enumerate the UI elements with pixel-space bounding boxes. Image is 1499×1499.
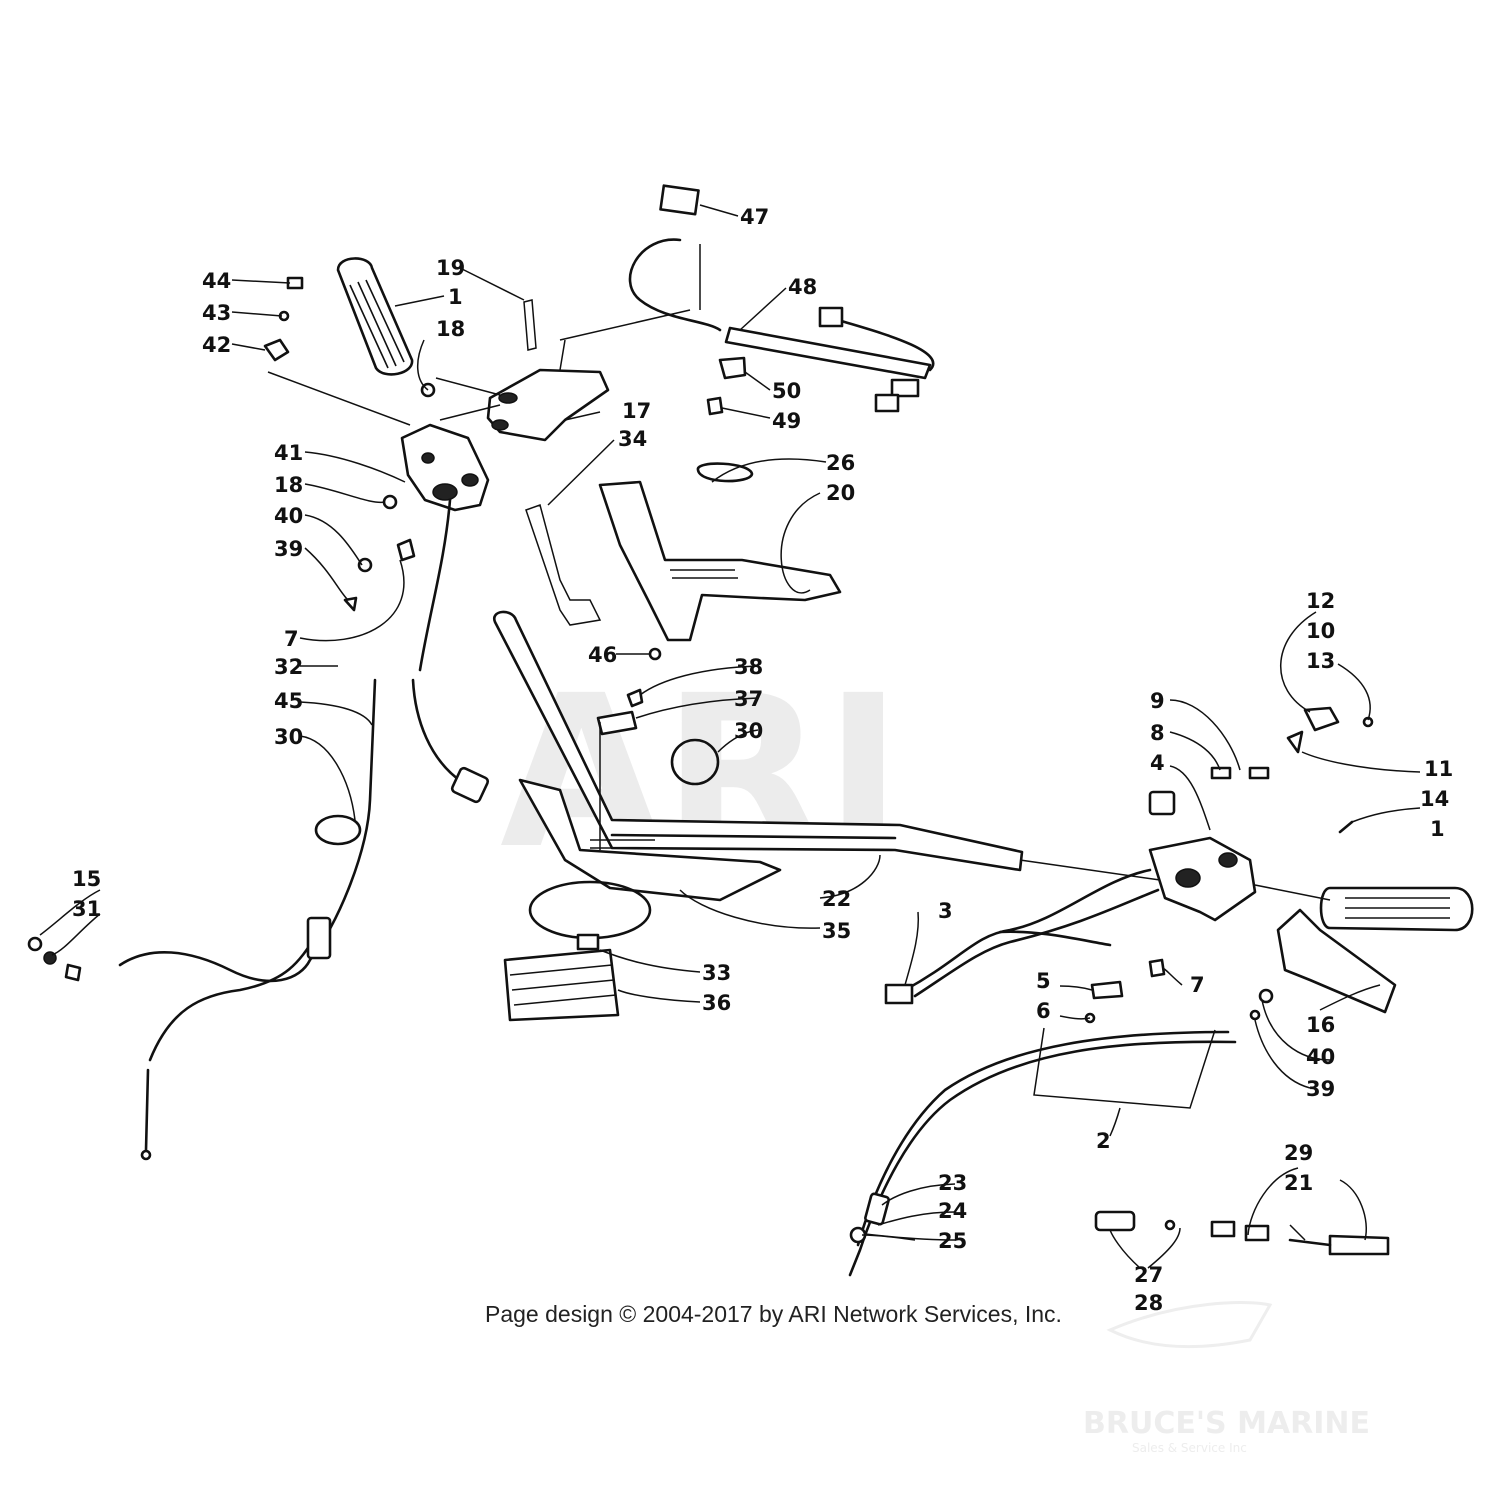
brand-tagline: Sales & Service Inc (1132, 1441, 1247, 1455)
callout-1-right: 1 (1430, 817, 1445, 841)
callout-41: 41 (274, 441, 303, 465)
callout-17: 17 (622, 399, 651, 423)
callout-3: 3 (938, 899, 953, 923)
callout-19: 19 (436, 256, 465, 280)
callout-46: 46 (588, 643, 617, 667)
callout-16: 16 (1306, 1013, 1335, 1037)
mount-50-49 (706, 356, 747, 416)
brand-watermark: BRUCE'S MARINE Sales & Service Inc (1083, 1301, 1370, 1455)
callout-30-left: 30 (274, 725, 303, 749)
handlebar-pad-cover (598, 462, 842, 642)
callout-44: 44 (202, 269, 231, 293)
clamp-33-36 (503, 880, 652, 1022)
callout-21: 21 (1284, 1171, 1313, 1195)
callout-38: 38 (734, 655, 763, 679)
bracket-34 (525, 504, 602, 626)
handlebar (493, 610, 1024, 902)
throttle-housing (1148, 790, 1257, 922)
brand-name: BRUCE'S MARINE (1083, 1406, 1370, 1441)
callout-42: 42 (202, 333, 231, 357)
wire-harness-48 (724, 306, 935, 413)
callout-8: 8 (1150, 721, 1165, 745)
callout-18-top: 18 (436, 317, 465, 341)
callout-47: 47 (740, 205, 769, 229)
callout-5: 5 (1036, 969, 1051, 993)
callout-15: 15 (72, 867, 101, 891)
callout-4: 4 (1150, 751, 1165, 775)
switch-47 (628, 184, 722, 332)
callout-25: 25 (938, 1229, 967, 1253)
callout-27: 27 (1134, 1263, 1163, 1287)
callout-33: 33 (702, 961, 731, 985)
callout-2: 2 (1096, 1129, 1111, 1153)
callout-7-left: 7 (284, 627, 299, 651)
callout-45: 45 (274, 689, 303, 713)
callout-7-right: 7 (1190, 973, 1205, 997)
callout-39-left: 39 (274, 537, 303, 561)
callout-43: 43 (202, 301, 231, 325)
callout-1-left: 1 (448, 285, 463, 309)
brake-lever (486, 368, 610, 442)
callout-14: 14 (1420, 787, 1449, 811)
callout-labels: 44 43 42 1 19 18 47 48 50 49 17 34 41 18… (72, 205, 1453, 1315)
right-grip (1319, 886, 1474, 932)
callout-34: 34 (618, 427, 647, 451)
callout-10: 10 (1306, 619, 1335, 643)
callout-18-mid: 18 (274, 473, 303, 497)
callout-11: 11 (1424, 757, 1453, 781)
callout-49: 49 (772, 409, 801, 433)
throttle-lever-16 (1276, 908, 1397, 1014)
copyright-footer: Page design © 2004-2017 by ARI Network S… (485, 1301, 1062, 1327)
callout-32: 32 (274, 655, 303, 679)
callout-28: 28 (1134, 1291, 1163, 1315)
callout-50: 50 (772, 379, 801, 403)
callout-39-right: 39 (1306, 1077, 1335, 1101)
callout-6: 6 (1036, 999, 1051, 1023)
brake-cable (411, 498, 490, 804)
callout-30-center: 30 (734, 719, 763, 743)
callout-9: 9 (1150, 689, 1165, 713)
throttle-cable-right (848, 1030, 1237, 1277)
callout-26: 26 (826, 451, 855, 475)
callout-48: 48 (788, 275, 817, 299)
callout-23: 23 (938, 1171, 967, 1195)
callout-36: 36 (702, 991, 731, 1015)
callout-13: 13 (1306, 649, 1335, 673)
callout-22: 22 (822, 887, 851, 911)
callout-24: 24 (938, 1199, 967, 1223)
callout-12: 12 (1306, 589, 1335, 613)
leader-lines (39, 204, 1421, 1269)
callout-29: 29 (1284, 1141, 1313, 1165)
hand-warmer-kit (1094, 1210, 1390, 1256)
left-handlebar-grip (336, 257, 414, 376)
callout-31: 31 (72, 897, 101, 921)
throttle-cable-left (27, 678, 377, 1161)
callout-20: 20 (826, 481, 855, 505)
callout-35: 35 (822, 919, 851, 943)
callout-37: 37 (734, 687, 763, 711)
callout-40-right: 40 (1306, 1045, 1335, 1069)
kill-switch-wires-3 (884, 868, 1160, 1005)
left-brake-control-housing (400, 423, 490, 512)
callout-40-left: 40 (274, 504, 303, 528)
